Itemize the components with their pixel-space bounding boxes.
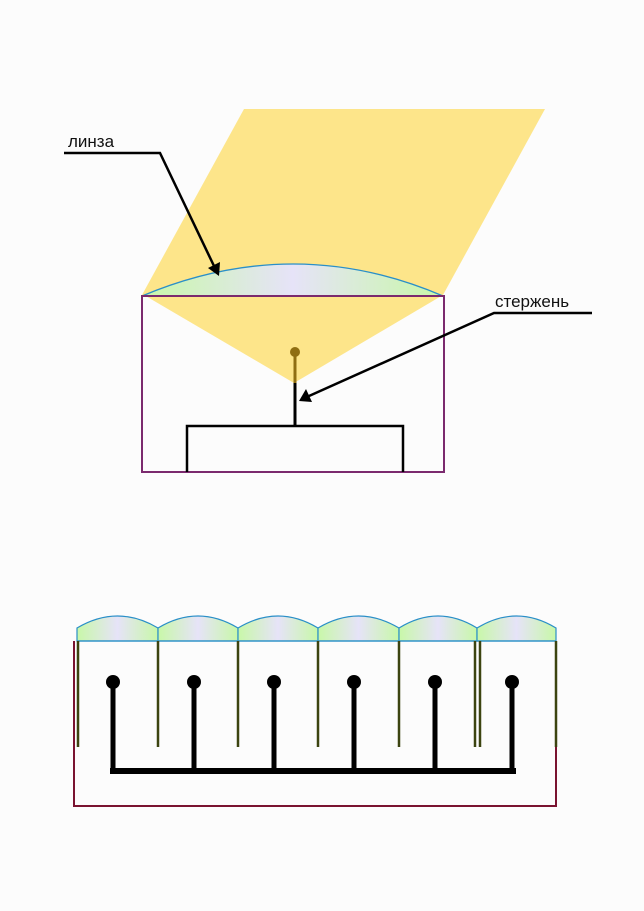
array-lens	[476, 615, 557, 642]
lens-leader-line	[64, 151, 216, 267]
array-emitter-tip	[187, 675, 201, 689]
rod-leader-line	[308, 311, 592, 398]
array-lens	[157, 615, 239, 642]
rod-tip	[290, 347, 300, 357]
base-frame	[185, 424, 405, 472]
lens-leader-arrowhead	[208, 262, 220, 276]
array-lenses	[76, 615, 557, 642]
housing	[141, 295, 445, 473]
rod-leader-arrowhead	[299, 389, 312, 402]
array-emitters	[106, 675, 519, 771]
array-emitter-tip	[106, 675, 120, 689]
array-housing	[73, 641, 557, 807]
single-emitter-figure: линза стержень	[64, 109, 592, 473]
array-lens	[237, 615, 319, 642]
array-dividers	[76, 641, 558, 747]
array-lens	[398, 615, 478, 642]
lens	[141, 263, 444, 297]
emitter-array-figure	[73, 615, 558, 807]
array-lens	[76, 615, 159, 642]
rod-label: стержень	[495, 292, 569, 311]
array-emitter-tip	[505, 675, 519, 689]
array-emitter-tip	[428, 675, 442, 689]
array-emitter-tip	[347, 675, 361, 689]
lens-label: линза	[68, 132, 115, 151]
array-emitter-tip	[267, 675, 281, 689]
light-beam-upper	[142, 109, 545, 295]
light-beam-focus-cone	[144, 295, 443, 383]
array-lens	[317, 615, 400, 642]
